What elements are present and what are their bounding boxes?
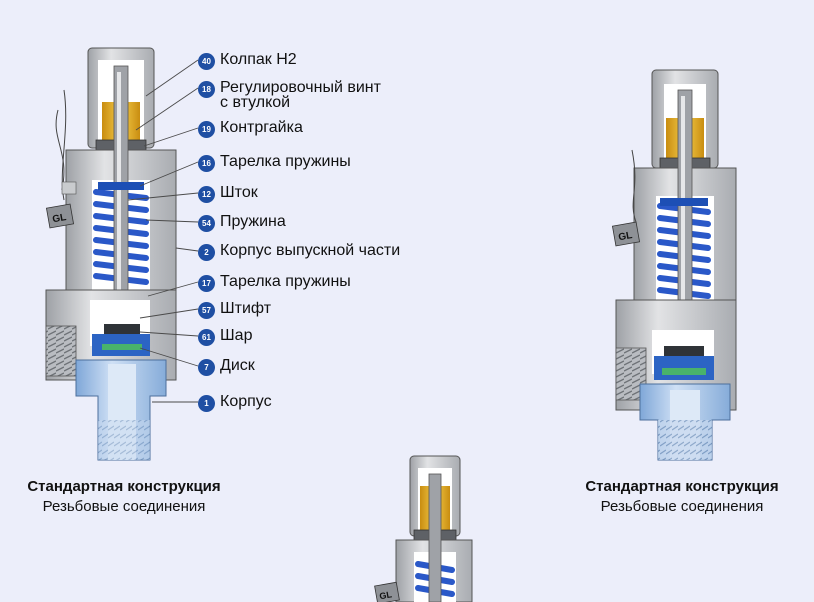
callout-lower-spring-plate: 17 Тарелка пружины — [198, 274, 351, 298]
callout-stem: 12 Шток — [198, 185, 258, 209]
callout-spring: 54 Пружина — [198, 214, 286, 238]
callout-number: 19 — [198, 121, 215, 138]
callout-locknut: 19 Контргайка — [198, 120, 303, 144]
callout-upper-spring-plate: 16 Тарелка пружины — [198, 154, 351, 178]
upper-spring-plate — [98, 182, 144, 190]
callout-label: Тарелка пружины — [220, 273, 351, 290]
callout-number: 16 — [198, 155, 215, 172]
caption-right: Стандартная конструкция Резьбовые соедин… — [562, 478, 802, 515]
callout-label: Штифт — [220, 300, 272, 317]
callout-outlet-body: 2 Корпус выпускной части — [198, 243, 400, 267]
callout-label: Корпус — [220, 393, 272, 410]
callout-label: Корпус выпускной части — [220, 242, 401, 259]
callout-number: 54 — [198, 215, 215, 232]
caption-right-title: Стандартная конструкция — [585, 478, 779, 495]
callout-cap: 40 Колпак Н2 — [198, 52, 297, 76]
callout-label: Регулировочный винт с втулкой — [220, 79, 381, 111]
callout-label: Контргайка — [220, 119, 303, 136]
tag-label: GL — [618, 230, 634, 243]
callout-number: 40 — [198, 53, 215, 70]
callout-label: Колпак Н2 — [220, 51, 297, 68]
tag-label: GL — [379, 589, 394, 601]
callout-label: Шар — [220, 327, 253, 344]
left-valve: GL — [45, 47, 177, 461]
callout-number: 2 — [198, 244, 215, 261]
callout-label: Диск — [220, 357, 255, 374]
callout-pin: 57 Штифт — [198, 301, 271, 325]
caption-left-title: Стандартная конструкция — [27, 478, 221, 495]
right-valve: GL — [611, 69, 737, 461]
caption-left: Стандартная конструкция Резьбовые соедин… — [6, 478, 242, 515]
callout-label: Пружина — [220, 213, 286, 230]
ball — [104, 324, 140, 334]
callout-disk: 7 Диск — [198, 358, 255, 382]
callout-body: 1 Корпус — [198, 394, 272, 418]
leader-lines — [127, 59, 199, 403]
callout-number: 12 — [198, 186, 215, 203]
callout-number: 18 — [198, 81, 215, 98]
callout-adjusting-screw: 18 Регулировочный винт с втулкой — [198, 80, 381, 111]
callout-number: 7 — [198, 359, 215, 376]
tag-label: GL — [52, 212, 68, 225]
seal-tag: GL — [45, 89, 77, 229]
bottom-valve: GL — [374, 455, 473, 602]
callout-number: 17 — [198, 275, 215, 292]
callout-label: Шток — [220, 184, 258, 201]
caption-left-subtitle: Резьбовые соединения — [42, 498, 206, 515]
callout-number: 57 — [198, 302, 215, 319]
callout-number: 61 — [198, 329, 215, 346]
callout-label: Тарелка пружины — [220, 153, 351, 170]
callout-ball: 61 Шар — [198, 328, 252, 352]
callout-number: 1 — [198, 395, 215, 412]
caption-right-subtitle: Резьбовые соединения — [600, 498, 764, 515]
